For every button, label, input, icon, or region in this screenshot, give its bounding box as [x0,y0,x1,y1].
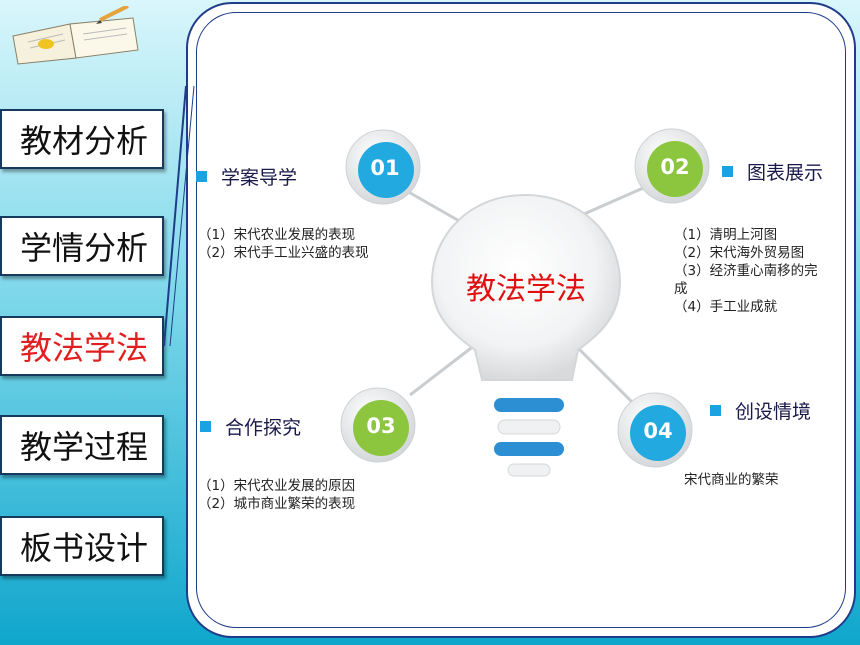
list-item: （4）手工业成就 [674,299,778,315]
section-03-list: （1）宋代农业发展的原因 （2）城市商业繁荣的表现 [198,477,355,513]
section-01-list: （1）宋代农业发展的表现 （2）宋代手工业兴盛的表现 [198,226,369,262]
center-title: 教法学法 [466,272,586,307]
list-item: 成 [674,281,688,297]
section-03-heading: 合作探究 [200,413,301,440]
sidebar-item-board-design[interactable]: 板书设计 [0,516,164,576]
badge-01 [345,129,421,205]
badge-number-03: 03 [366,414,396,438]
sidebar-item-textbook-analysis[interactable]: 教材分析 [0,109,164,169]
square-bullet-icon [196,171,207,182]
light-bulb-icon [430,193,622,477]
spoke-03 [409,343,476,397]
badge-number-01: 01 [370,156,400,180]
sidebar-item-teaching-methods[interactable]: 教法学法 [0,316,164,376]
badge-number-02: 02 [660,155,690,179]
badge-number-04: 04 [643,419,673,443]
list-item: （3）经济重心南移的完 [674,263,818,279]
list-item: （2）宋代海外贸易图 [674,245,805,261]
content-board-inner-border [196,12,846,628]
list-item: （1）清明上河图 [674,227,778,243]
section-01-title: 学案导学 [221,167,298,189]
sidebar-item-label: 板书设计 [20,529,149,567]
section-01-heading: 学案导学 [196,163,297,190]
square-bullet-icon [200,421,211,432]
section-03-title: 合作探究 [225,417,302,439]
list-item: （2）宋代手工业兴盛的表现 [198,245,369,261]
sidebar-item-label: 教材分析 [20,122,149,160]
badge-03 [340,387,416,463]
badge-02 [634,128,710,204]
section-02-list: （1）清明上河图 （2）宋代海外贸易图 （3）经济重心南移的完 成 （4）手工业… [674,226,844,316]
list-item: 宋代商业的繁荣 [684,472,779,488]
list-item: （1）宋代农业发展的表现 [198,227,356,243]
sidebar-item-teaching-process[interactable]: 教学过程 [0,415,164,475]
section-04-title: 创设情境 [735,401,812,423]
sidebar-item-label: 教学过程 [20,428,149,466]
section-02-title: 图表展示 [747,162,824,184]
section-04-list: 宋代商业的繁荣 [684,471,779,489]
sidebar-item-label: 学情分析 [20,229,149,267]
square-bullet-icon [710,405,721,416]
spoke-04 [573,343,634,404]
section-02-heading: 图表展示 [722,158,823,185]
list-item: （1）宋代农业发展的原因 [198,478,356,494]
sidebar-item-student-analysis[interactable]: 学情分析 [0,216,164,276]
badge-04 [617,392,693,468]
active-tab-connector [163,85,195,347]
list-item: （2）城市商业繁荣的表现 [198,496,356,512]
open-book-icon [12,6,139,65]
sidebar-item-label: 教法学法 [20,329,149,367]
spoke-02 [574,183,651,220]
section-04-heading: 创设情境 [710,397,811,424]
square-bullet-icon [722,166,733,177]
